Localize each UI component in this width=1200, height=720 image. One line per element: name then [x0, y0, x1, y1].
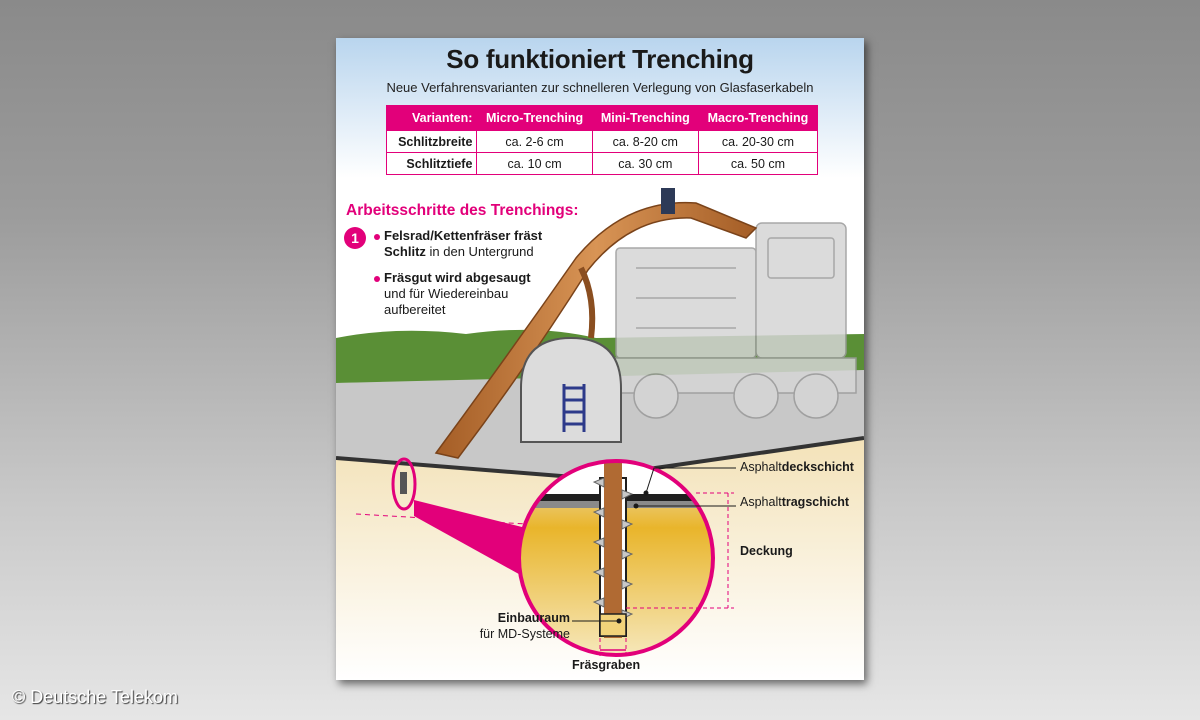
cutter-wheel-housing: [520, 336, 622, 443]
step-1-bold-2: Schlitz: [384, 244, 426, 259]
column-header: Macro-Trenching: [697, 105, 819, 131]
page-title: So funktioniert Trenching: [446, 44, 754, 74]
row-header: Schlitztiefe: [385, 152, 478, 175]
row-header: Schlitzbreite: [385, 130, 478, 153]
step-1-rest: in den Untergrund: [425, 244, 534, 259]
step-2-line-3: aufbereitet: [384, 302, 446, 317]
callout-dots: [616, 490, 649, 624]
table-cell: ca. 30 cm: [591, 152, 699, 175]
table-cell: ca. 10 cm: [476, 152, 593, 175]
step-number-badge: 1: [344, 227, 366, 249]
bullet-dot: [374, 234, 380, 240]
label-asphalt-base-layer: Asphalttragschicht: [740, 495, 849, 509]
label-trench: Fräsgraben: [572, 658, 641, 672]
truck: [605, 222, 857, 419]
label-install-space: Einbauraum: [448, 611, 570, 625]
label-install-space-sub: für MD-Systeme: [479, 627, 570, 641]
slot-highlight: [391, 457, 417, 511]
page-subtitle: Neue Verfahrensvarianten zur schnelleren…: [386, 80, 814, 95]
step-item-1: Felsrad/Kettenfräser fräst Schlitz in de…: [384, 228, 584, 260]
table-cell: ca. 2-6 cm: [476, 130, 593, 153]
dimension-lines: [599, 492, 734, 658]
zoom-circle: [517, 459, 715, 657]
arm-clamp: [661, 188, 675, 214]
table-cell: ca. 20-30 cm: [697, 130, 819, 153]
steps-title: Arbeitsschritte des Trenchings:: [346, 202, 579, 219]
step-item-2: Fräsgut wird abgesaugt und für Wiederein…: [384, 270, 584, 318]
dash-line-left: [355, 513, 527, 525]
step-2-bold: Fräsgut wird abgesaugt: [384, 270, 531, 285]
housing-ladder: [562, 384, 586, 432]
trenching-illustration: [336, 38, 864, 680]
label-bold: Deckung: [740, 544, 793, 558]
table-cell: ca. 50 cm: [697, 152, 819, 175]
label-bold: deckschicht: [781, 460, 854, 474]
column-header: Micro-Trenching: [476, 105, 593, 131]
step-2-line-2: und für Wiedereinbau: [384, 286, 509, 301]
zoom-connector: [414, 500, 526, 578]
variants-table: Varianten: Micro-Trenching Mini-Trenchin…: [385, 105, 819, 175]
callout-lines: [572, 467, 736, 622]
label-prefix: Asphalt: [740, 495, 782, 509]
label-prefix: Asphalt: [740, 460, 782, 474]
label-cover: Deckung: [740, 544, 793, 558]
suction-hose: [578, 266, 596, 339]
table-corner-header: Varianten:: [385, 105, 478, 131]
bullet-dot: [374, 276, 380, 282]
label-bold: Einbauraum: [497, 611, 570, 625]
step-1-bold: Felsrad/Kettenfräser fräst: [384, 228, 543, 243]
table-cell: ca. 8-20 cm: [591, 130, 699, 153]
slot-mark: [400, 472, 407, 494]
table-header-row: Varianten: Micro-Trenching Mini-Trenchin…: [385, 105, 819, 131]
infographic-panel: So funktioniert Trenching Neue Verfahren…: [336, 38, 864, 680]
table-row: Schlitzbreite ca. 2-6 cm ca. 8-20 cm ca.…: [385, 130, 819, 153]
label-asphalt-top-layer: Asphaltdeckschicht: [740, 460, 854, 474]
column-header: Mini-Trenching: [591, 105, 699, 131]
table-row: Schlitztiefe ca. 10 cm ca. 30 cm ca. 50 …: [385, 152, 819, 175]
label-bold: tragschicht: [781, 495, 850, 509]
copyright-text: © Deutsche Telekom: [12, 687, 179, 707]
